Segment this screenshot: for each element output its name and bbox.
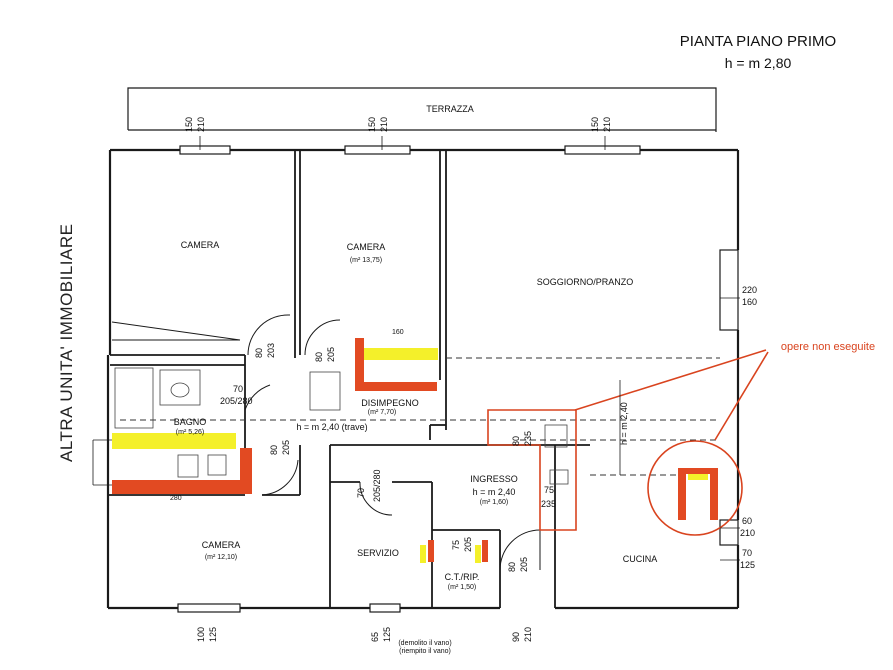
dim-w3-a: 150	[590, 117, 600, 132]
new-walls	[112, 348, 708, 563]
dim-r-210: 210	[740, 528, 755, 538]
windows	[177, 145, 739, 613]
closet	[111, 321, 241, 341]
dim-b-125: 125	[208, 627, 218, 642]
room-area-camera-3: (m² 12,10)	[205, 554, 237, 561]
dim-75a: 75	[544, 485, 554, 495]
room-label-terrazza: TERRAZZA	[426, 104, 474, 114]
annotation-outlines	[487, 349, 769, 536]
room-label-disimpegno: DISIMPEGNO	[361, 398, 419, 408]
door-swings	[244, 314, 541, 571]
dim-80c: 80	[507, 562, 517, 572]
dim-205a: 205	[326, 347, 336, 362]
dim-w2-a: 150	[367, 117, 377, 132]
room-height-ingresso: h = m 2,40	[473, 487, 516, 497]
dim-w3-b: 210	[602, 117, 612, 132]
dim-r-125: 125	[740, 560, 755, 570]
dim-80-235: 80	[511, 436, 521, 446]
room-label-ct-rip: C.T./RIP.	[445, 572, 480, 582]
room-area-camera-2: (m² 13,75)	[350, 257, 382, 264]
dim-b-125b: 125	[382, 627, 392, 642]
bottom-note-1: (demolito il vano)	[398, 640, 451, 647]
dim-r-60: 60	[742, 516, 752, 526]
room-label-camera-3: CAMERA	[202, 540, 241, 550]
dim-70: 70	[233, 384, 243, 394]
dim-r-70: 70	[742, 548, 752, 558]
dim-b-65: 65	[370, 632, 380, 642]
dimension-lines	[92, 136, 740, 561]
dim-b-90: 90	[511, 632, 521, 642]
dim-w2-b: 210	[379, 117, 389, 132]
plan-title: PIANTA PIANO PRIMO	[680, 33, 836, 50]
demolition-walls	[112, 338, 718, 562]
side-label: ALTRA UNITA' IMMOBILIARE	[57, 224, 76, 463]
room-label-camera-2: CAMERA	[347, 242, 386, 252]
terrace	[127, 87, 717, 132]
room-label-servizio: SERVIZIO	[357, 548, 399, 558]
dim-b-100: 100	[196, 627, 206, 642]
dim-m-160: 160	[392, 329, 404, 336]
beam-note: h = m 2,40 (trave)	[296, 422, 367, 432]
room-area-disimpegno: (m² 7,70)	[368, 409, 396, 416]
dim-w4-b: 160	[742, 297, 757, 307]
dim-203: 203	[266, 343, 276, 358]
dim-205b: 205	[281, 440, 291, 455]
dim-80-205a: 80	[314, 352, 324, 362]
fixtures	[114, 367, 569, 485]
dim-b-210: 210	[523, 627, 533, 642]
beam-lines	[120, 357, 720, 476]
dim-205-280: 205/280	[220, 396, 253, 406]
room-area-ingresso: (m² 1,60)	[480, 499, 508, 506]
room-area-bagno: (m² 5,26)	[176, 429, 204, 436]
room-label-camera-1: CAMERA	[181, 240, 220, 250]
dimensions: 150 210 150 210 150 210 220 160 80 203 8…	[170, 117, 757, 642]
dim-235a: 235	[523, 431, 533, 446]
plan-height: h = m 2,80	[725, 55, 792, 71]
dim-205-280b: 205/280	[372, 469, 382, 502]
dim-m-280: 280	[170, 495, 182, 502]
dim-w4-a: 220	[742, 285, 757, 295]
room-label-ingresso: INGRESSO	[470, 474, 518, 484]
dim-80-205b: 80	[269, 445, 279, 455]
bottom-note-2: (riempito il vano)	[399, 648, 451, 655]
exterior-walls	[106, 148, 740, 610]
dim-235b: 235	[541, 499, 556, 509]
interior-walls	[108, 150, 590, 608]
dim-w1-a: 150	[184, 117, 194, 132]
room-area-ct-rip: (m² 1,50)	[448, 584, 476, 591]
dim-70b: 70	[356, 488, 366, 498]
annotation-label: opere non eseguite	[781, 341, 875, 353]
room-label-cucina: CUCINA	[623, 554, 658, 564]
dim-w1-b: 210	[196, 117, 206, 132]
dim-205c: 205	[463, 537, 473, 552]
room-label-soggiorno: SOGGIORNO/PRANZO	[537, 277, 634, 287]
dim-75b: 75	[451, 540, 461, 550]
dim-205d: 205	[519, 557, 529, 572]
room-label-bagno: BAGNO	[174, 417, 207, 427]
dim-v-240: h = m 2,40	[619, 402, 629, 445]
dim-80-203: 80	[254, 348, 264, 358]
